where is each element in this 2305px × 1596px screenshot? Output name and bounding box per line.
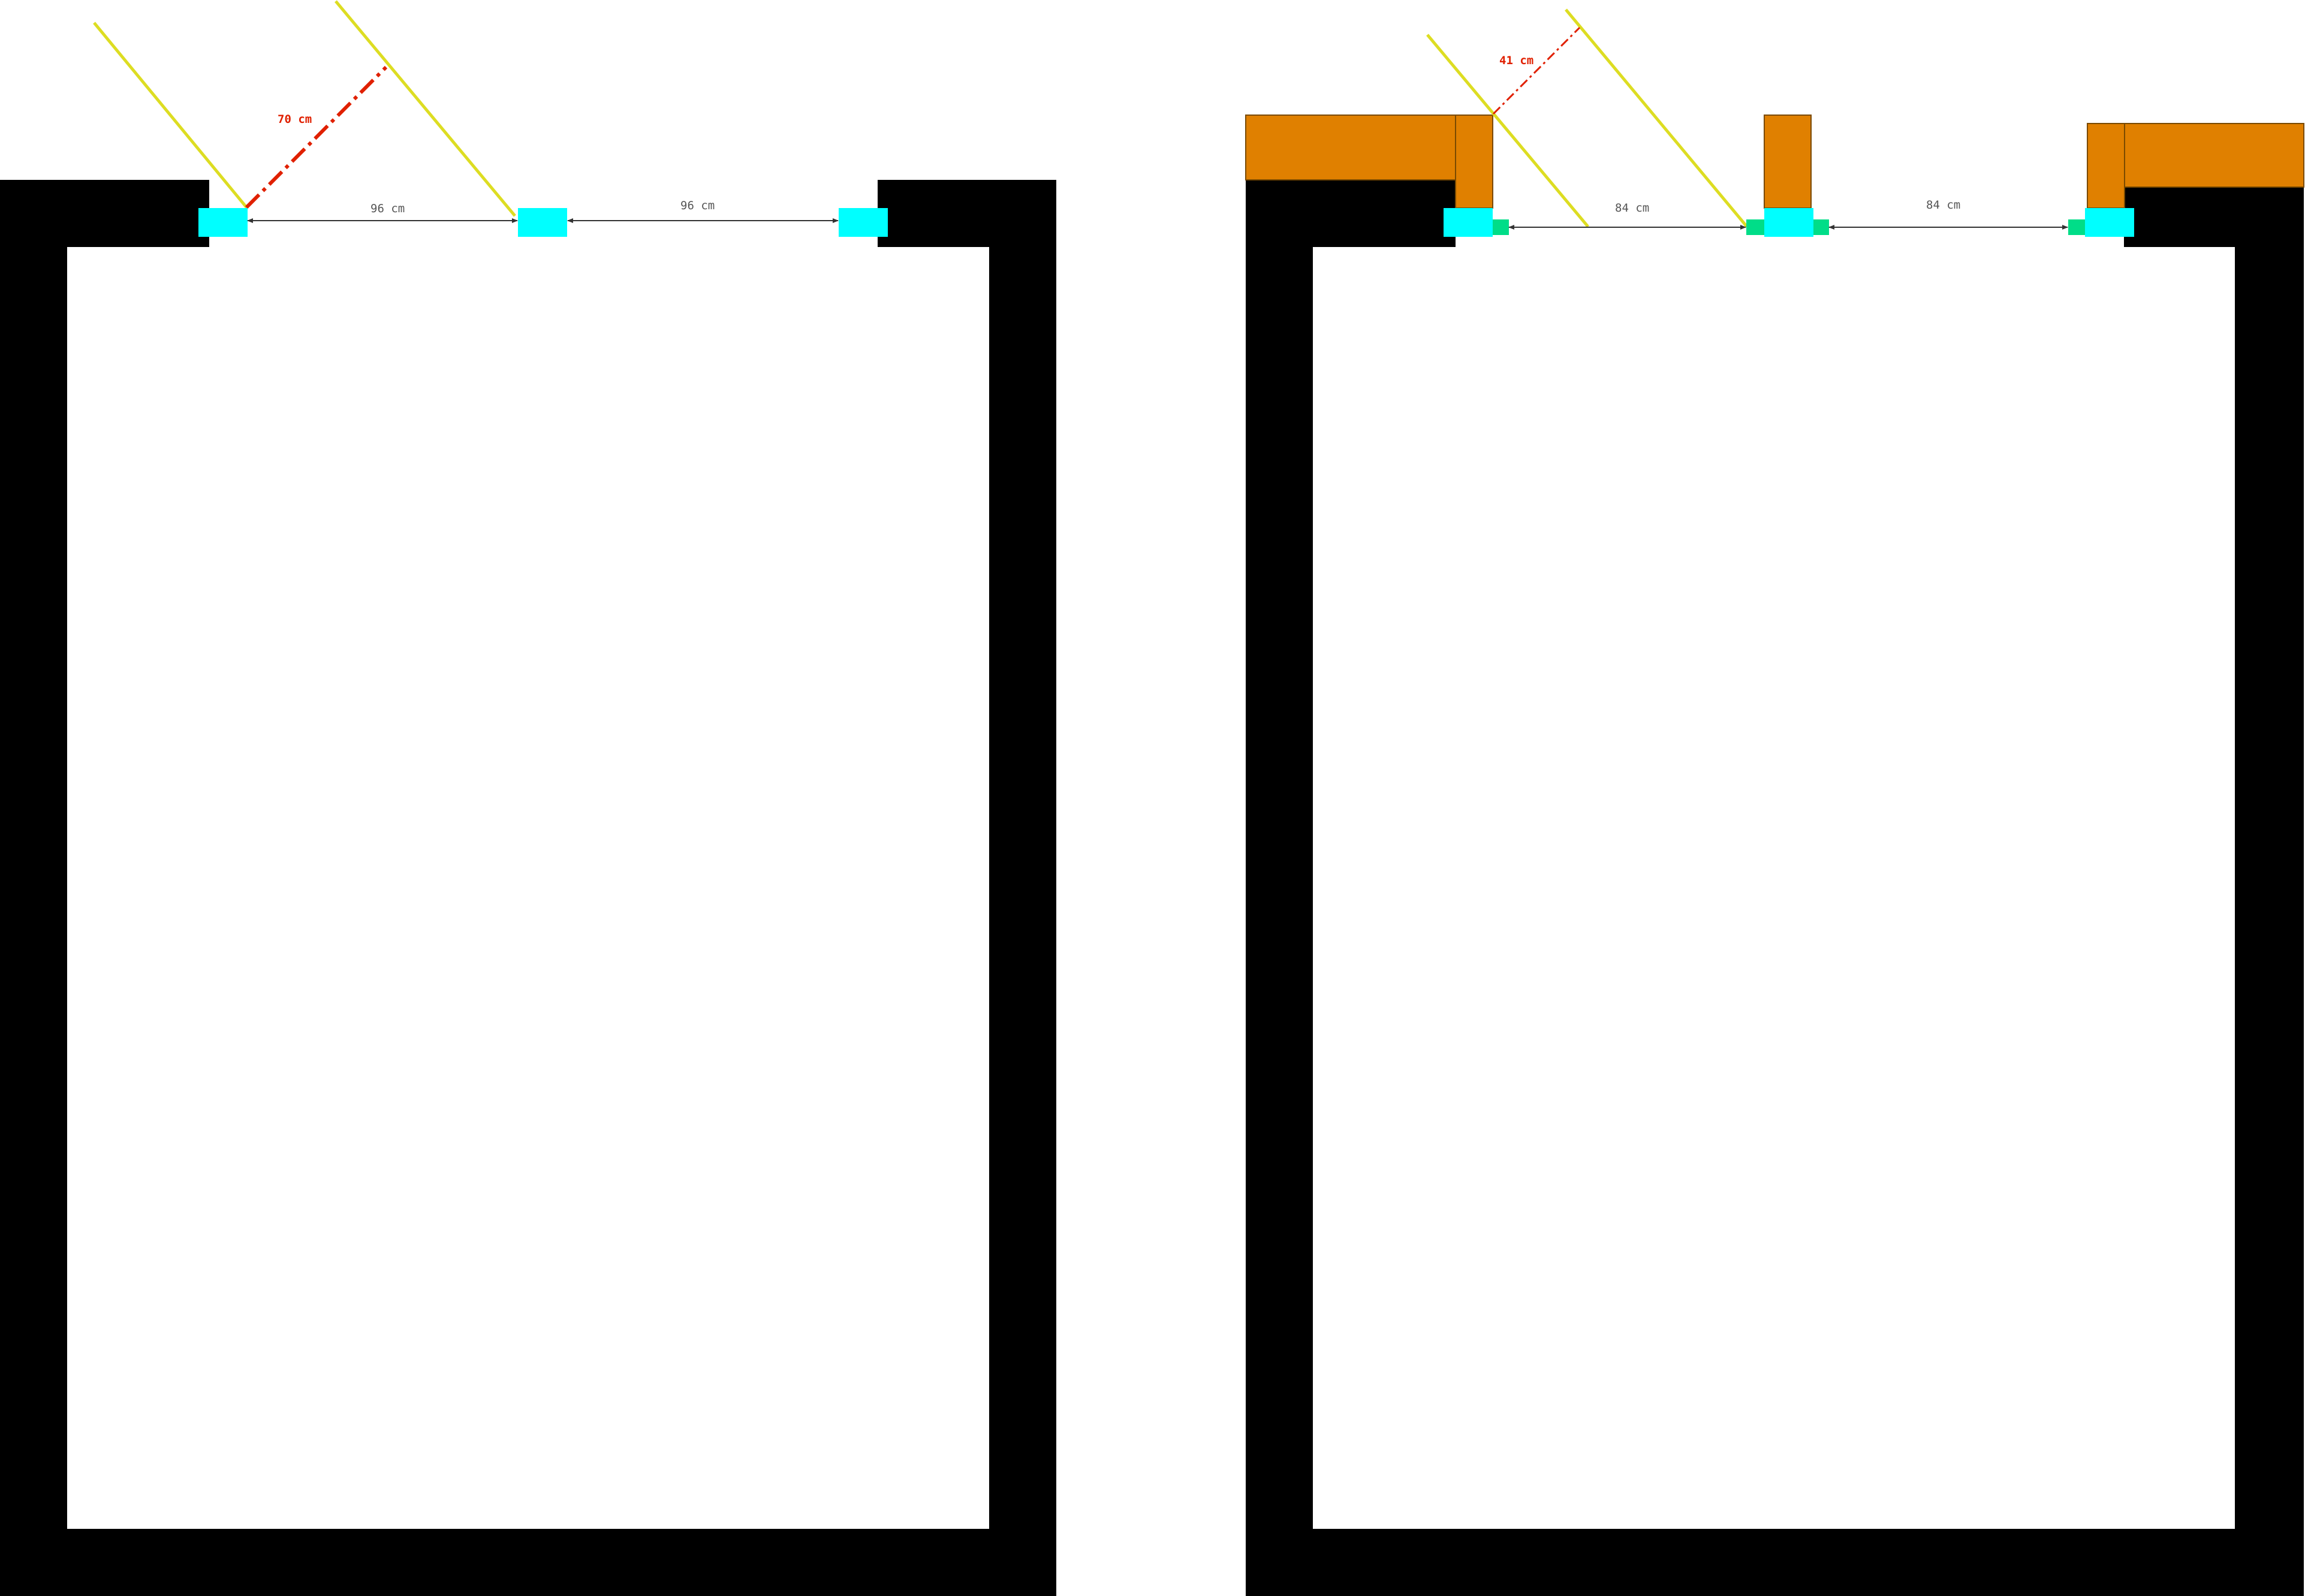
right-post-3 [2085,208,2134,237]
right-spacer-3 [1811,219,1829,235]
right-spacing-label-2: 84 cm [1926,198,1960,212]
left-gap-label: 70 cm [278,113,312,126]
right-spacing-label-1: 84 cm [1615,201,1649,215]
right-timber-beam-left [1245,115,1456,180]
left-plan: 70 cm 96 cm 96 cm [0,0,1056,1596]
left-post-2 [518,208,567,237]
right-timber-post-right [2087,123,2125,209]
right-timber-beam-right [2124,123,2304,188]
left-angle-line-1 [93,22,249,210]
right-spacer-4 [2068,219,2086,235]
right-plan: 41 cm 84 cm 84 cm [1245,8,2304,1596]
right-plan-wall [1246,180,2304,1596]
right-timber-post-left [1455,115,1493,209]
left-post-1 [198,208,248,237]
left-angle-line-2 [335,0,516,217]
left-post-3 [839,208,888,237]
right-angle-line-1 [1426,34,1589,228]
left-spacing-label-2: 96 cm [680,199,715,212]
right-post-1 [1444,208,1493,237]
right-spacer-1 [1492,219,1509,235]
left-spacing-label-1: 96 cm [370,202,405,215]
right-gap-label: 41 cm [1499,54,1533,67]
right-angle-line-2 [1565,8,1748,228]
right-spacer-2 [1746,219,1764,235]
left-gap-line [245,65,388,209]
left-plan-wall [0,180,1056,1596]
right-post-2 [1764,208,1813,237]
right-timber-post-middle [1764,115,1812,209]
right-gap-line [1492,26,1581,115]
